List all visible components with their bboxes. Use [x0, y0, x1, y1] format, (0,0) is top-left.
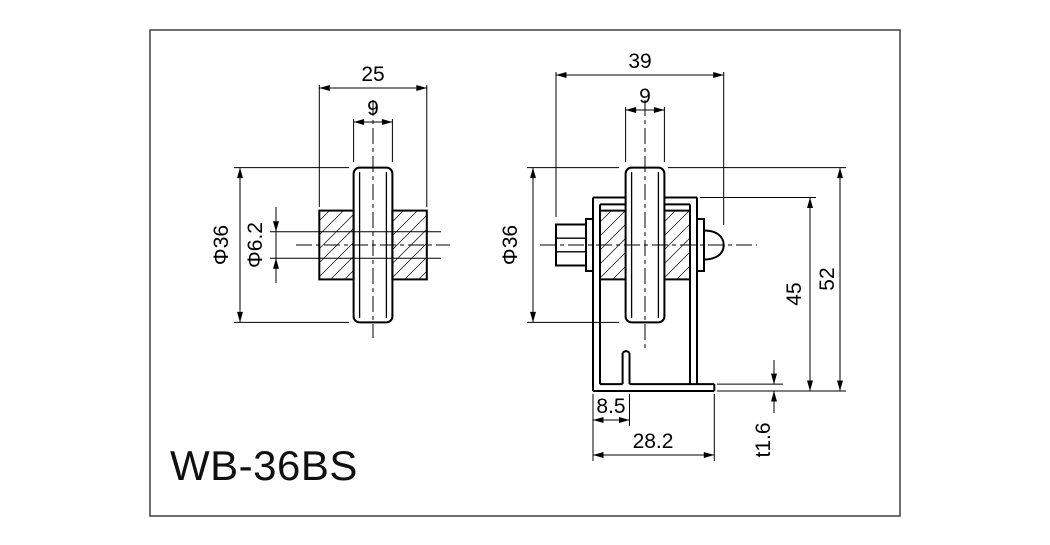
dim-overall-width-39: 39: [628, 50, 651, 73]
hub-right-outline: [391, 209, 428, 281]
dim-overall-width-25: 25: [361, 63, 384, 86]
hex-nut-facets: [556, 237, 586, 253]
dim-wheel-diameter-left: Φ36: [210, 225, 233, 265]
wheel-rim-edges: [630, 172, 660, 318]
dimension-45: 45: [700, 197, 846, 392]
dimension-phi36-left: Φ36: [210, 167, 349, 323]
dim-overall-height-52: 52: [816, 267, 839, 290]
hub-left-outline: [318, 209, 355, 281]
dimension-phi36-right: Φ36: [499, 167, 619, 323]
hub-hatching: [599, 210, 691, 280]
dimension-39: 39: [555, 50, 725, 225]
dimension-9-left: 9: [353, 97, 393, 162]
dim-wheel-width-9-right: 9: [639, 85, 651, 108]
hub-hatching: [319, 210, 428, 280]
dim-plate-thickness-t1-6: t1.6: [752, 422, 775, 457]
product-code: WB-36BS: [170, 442, 358, 489]
dim-bottom-width-28-2: 28.2: [633, 430, 674, 453]
bore-lines: [270, 231, 441, 259]
wheel-band-outline: [624, 166, 666, 324]
drawing-border: [149, 29, 901, 517]
dim-bore-diameter: Φ6.2: [244, 222, 267, 268]
bracket-outline: [592, 196, 716, 392]
dimension-t1-6: t1.6: [717, 360, 783, 458]
dimension-52: 52: [668, 167, 846, 391]
dimension-8-5: 8.5: [592, 394, 630, 461]
wheel-rim-edges: [358, 172, 388, 318]
bolt-dome-cap: [703, 229, 725, 261]
hanger-front-view: 39 9 Φ36 45 52 8.5: [499, 50, 846, 461]
dimension-28-2: 28.2: [593, 394, 715, 461]
dim-bracket-height-45: 45: [783, 282, 806, 305]
dimension-phi6-2: Φ6.2: [244, 207, 279, 283]
dimension-25: 25: [318, 63, 428, 207]
dim-wheel-width-9-left: 9: [367, 97, 379, 120]
dim-wheel-diameter-right: Φ36: [499, 225, 522, 265]
roller-side-view: 25 9 Φ36 Φ6.2: [210, 63, 450, 338]
dim-lip-width-8-5: 8.5: [596, 395, 625, 418]
dimension-9-right: 9: [625, 85, 665, 162]
